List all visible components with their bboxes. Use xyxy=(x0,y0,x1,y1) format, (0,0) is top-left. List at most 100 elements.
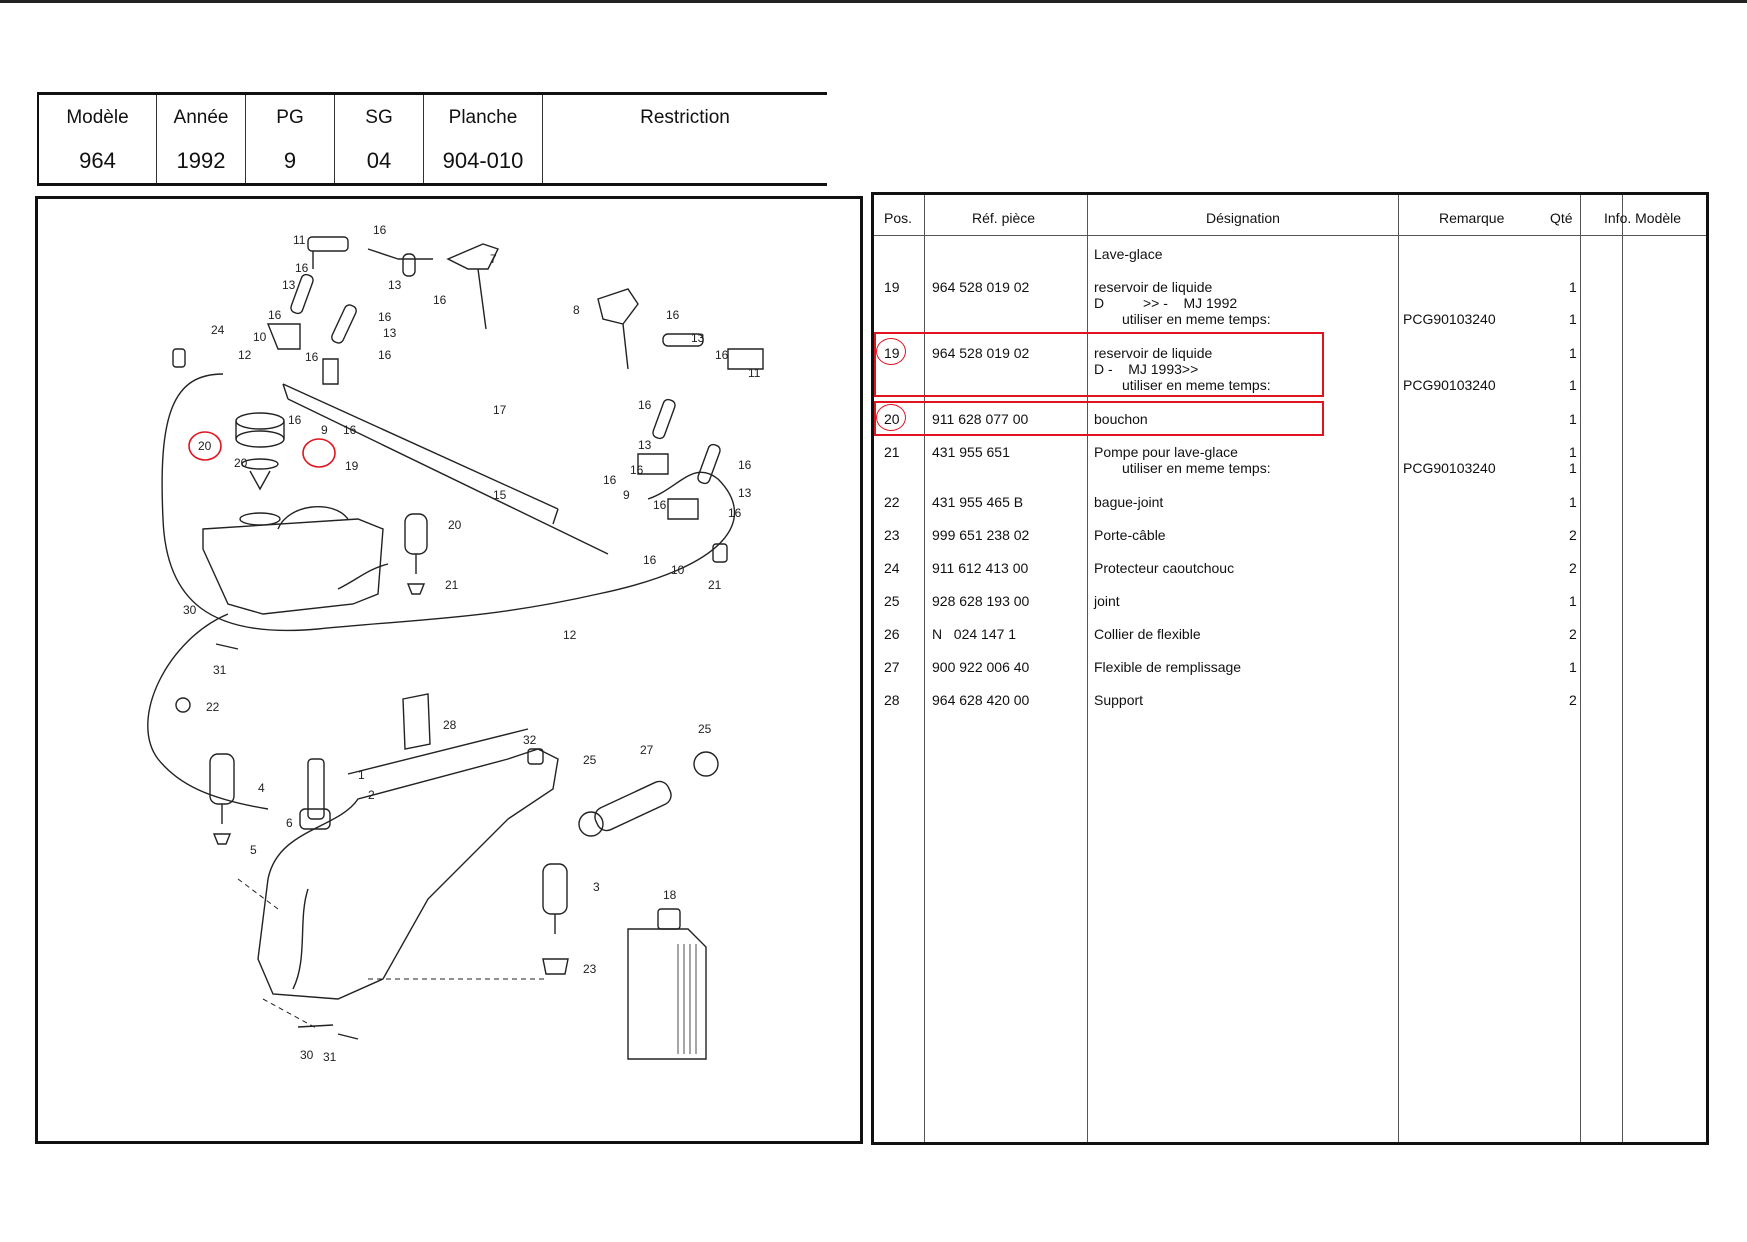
row-remark: PCG90103240 xyxy=(1403,311,1496,327)
callout-label: 28 xyxy=(443,718,457,732)
row-designation: reservoir de liquide xyxy=(1094,345,1213,361)
callout-label: 16 xyxy=(295,261,309,275)
row-qty: 1 xyxy=(1569,494,1577,510)
hose-clamp-26 xyxy=(578,811,604,837)
header-label: SG xyxy=(365,107,393,128)
row-pos: 26 xyxy=(884,626,900,642)
header-col-restriction: Restriction xyxy=(543,95,827,183)
row-pos: 27 xyxy=(884,659,900,675)
row-ref: 431 955 651 xyxy=(932,444,1010,460)
cable-holder-23 xyxy=(172,348,186,368)
filler-hose-27 xyxy=(594,780,672,832)
callout-label: 6 xyxy=(286,816,293,830)
connector-10-right xyxy=(667,498,699,520)
section-title: Lave-glace xyxy=(1094,246,1163,262)
row-qty: 1 xyxy=(1569,444,1577,460)
col-header-info-modele: Info. Modèle xyxy=(1604,210,1682,226)
callout-label: 1 xyxy=(358,768,365,782)
callout-label: 24 xyxy=(211,323,225,337)
header-col-pg: PG 9 xyxy=(246,95,335,183)
callout-label: 27 xyxy=(640,743,654,757)
highlight-box-row-20 xyxy=(874,401,1324,436)
callout-label: 22 xyxy=(206,700,220,714)
row-qty: 1 xyxy=(1569,377,1577,393)
highlight-circle-pos-19 xyxy=(876,338,906,365)
grommet-24 xyxy=(175,697,191,713)
row-pos: 25 xyxy=(884,593,900,609)
header-value: 1992 xyxy=(176,148,226,173)
callout-label: 16 xyxy=(630,463,644,477)
cap-20 xyxy=(235,412,285,430)
row-designation: reservoir de liquide xyxy=(1094,279,1213,295)
callout-label: 16 xyxy=(378,348,392,362)
row-designation: Protecteur caoutchouc xyxy=(1094,560,1235,576)
row-ref: 964 528 019 02 xyxy=(932,345,1030,361)
header-label: Année xyxy=(173,107,229,128)
nozzle-7 xyxy=(446,243,499,270)
header-value: 964 xyxy=(79,148,116,173)
row-remark: PCG90103240 xyxy=(1403,460,1496,476)
row-ref: 964 628 420 00 xyxy=(932,692,1030,708)
row-qty: 1 xyxy=(1569,460,1577,476)
row-pos: 22 xyxy=(884,494,900,510)
row-pos: 21 xyxy=(884,444,900,460)
callout-label: 16 xyxy=(373,223,387,237)
callout-label: 11 xyxy=(748,366,761,380)
row-designation: bague-joint xyxy=(1094,494,1164,510)
col-header-pos: Pos. xyxy=(884,210,913,226)
connector-9 xyxy=(322,358,339,385)
row-ref: 999 651 238 02 xyxy=(932,527,1030,543)
col-header-designation: Désignation xyxy=(1206,210,1280,226)
callout-label: 21 xyxy=(708,578,722,592)
callout-label: 32 xyxy=(523,733,537,747)
col-header-ref: Réf. pièce xyxy=(972,210,1036,226)
header-col-annee: Année 1992 xyxy=(157,95,246,183)
callout-label: 23 xyxy=(583,962,597,976)
pump-3 xyxy=(542,863,568,915)
header-col-modele: Modèle 964 xyxy=(39,95,157,183)
row-pos: 19 xyxy=(884,279,900,295)
row-designation: utiliser en meme temps: xyxy=(1122,311,1271,327)
row-qty: 1 xyxy=(1569,311,1577,327)
callout-label: 20 xyxy=(198,439,212,453)
callout-label: 20 xyxy=(448,518,462,532)
callout-label: 16 xyxy=(738,458,752,472)
exploded-diagram: 11 16 16 13 13 16 7 16 16 24 10 13 12 16… xyxy=(147,223,764,1064)
callout-label: 16 xyxy=(643,553,657,567)
row-designation: joint xyxy=(1094,593,1120,609)
row-ref: 431 955 465 B xyxy=(932,494,1024,510)
callout-label: 19 xyxy=(345,459,359,473)
callout-label: 13 xyxy=(282,278,296,292)
row-ref: 928 628 193 00 xyxy=(932,593,1030,609)
callout-label: 21 xyxy=(445,578,459,592)
header-value: 904-010 xyxy=(442,148,524,173)
reservoir-19 xyxy=(202,518,384,615)
part-32 xyxy=(527,748,544,765)
connector-11 xyxy=(307,236,349,252)
hose-15-16 xyxy=(282,383,609,555)
header-col-sg: SG 04 xyxy=(335,95,424,183)
callout-labels: 11 16 16 13 13 16 7 16 16 24 10 13 12 16… xyxy=(183,223,761,1064)
callout-label: 16 xyxy=(378,310,392,324)
callout-label: 16 xyxy=(288,413,302,427)
row-ref: 900 922 006 40 xyxy=(932,659,1030,675)
header-label: PG xyxy=(276,107,304,128)
callout-label: 16 xyxy=(433,293,447,307)
callout-label: 31 xyxy=(213,663,227,677)
header-label: Modèle xyxy=(66,107,129,128)
callout-label: 11 xyxy=(293,233,306,247)
callout-label: 10 xyxy=(253,330,267,344)
callout-label: 16 xyxy=(638,398,652,412)
header-label: Restriction xyxy=(640,107,730,128)
parts-table: Pos. Réf. pièce Désignation Remarque Qté… xyxy=(871,192,1709,1145)
row-qty: 2 xyxy=(1569,692,1577,708)
callout-label: 2 xyxy=(368,788,375,802)
callout-label: 16 xyxy=(343,423,357,437)
row-qty: 1 xyxy=(1569,345,1577,361)
hose-12-lower xyxy=(147,613,269,810)
callout-label: 13 xyxy=(691,331,705,345)
nozzle-8 xyxy=(597,288,639,325)
row-designation: bouchon xyxy=(1094,411,1148,427)
col-header-remarque: Remarque xyxy=(1439,210,1505,226)
row-qty: 1 xyxy=(1569,279,1577,295)
